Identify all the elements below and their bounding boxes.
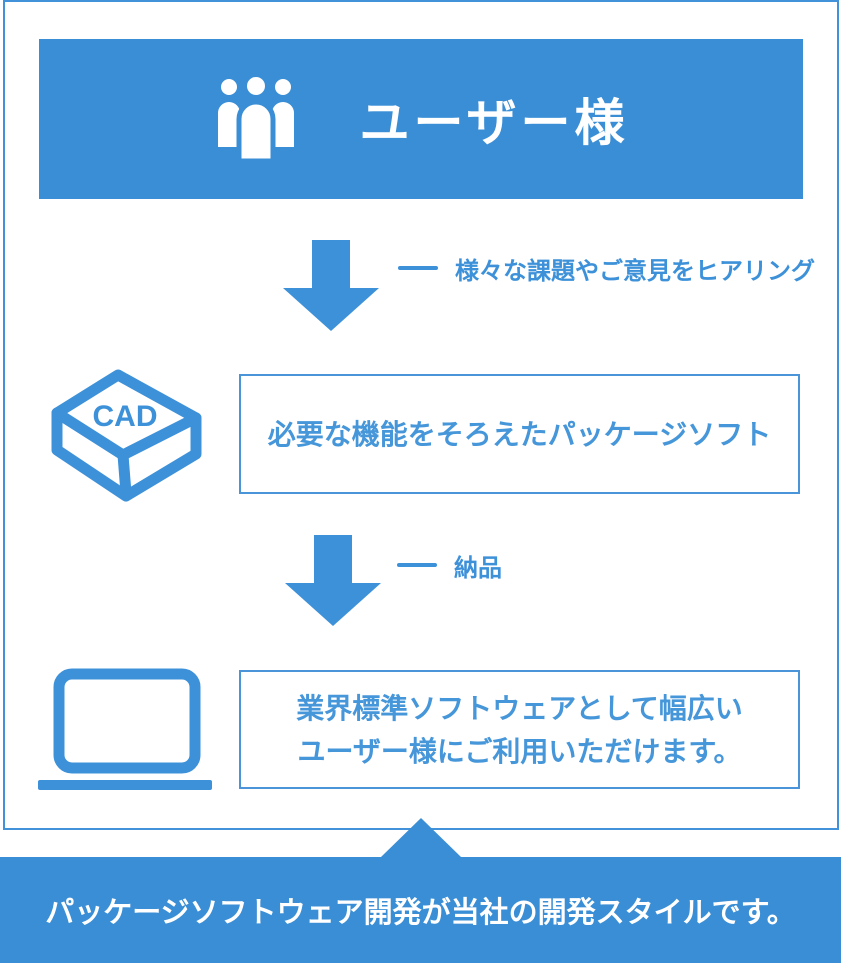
industry-standard-line1: 業界標準ソフトウェアとして幅広い xyxy=(296,692,743,724)
package-software-text: 必要な機能をそろえたパッケージソフト xyxy=(267,418,772,450)
step2-note-label: 納品 xyxy=(454,554,502,582)
user-banner: ユーザー様 xyxy=(39,39,803,199)
up-triangle-icon xyxy=(381,818,461,857)
down-arrow-icon xyxy=(285,535,381,626)
industry-standard-line2: ユーザー様にご利用いただけます。 xyxy=(297,735,742,767)
dash-line xyxy=(397,563,437,567)
footer-banner-text: パッケージソフトウェア開発が当社の開発スタイルです。 xyxy=(45,897,796,929)
step1-note-label: 様々な課題やご意見をヒアリング xyxy=(455,257,815,285)
package-software-box: 必要な機能をそろえたパッケージソフト xyxy=(239,374,800,494)
dash-line xyxy=(398,266,438,270)
step1-note: 様々な課題やご意見をヒアリング xyxy=(398,250,815,286)
cad-box-icon: CAD xyxy=(51,369,202,502)
users-icon xyxy=(217,75,294,163)
footer-banner: パッケージソフトウェア開発が当社の開発スタイルです。 xyxy=(0,857,841,963)
down-arrow-icon xyxy=(283,240,379,331)
industry-standard-box: 業界標準ソフトウェアとして幅広い ユーザー様にご利用いただけます。 xyxy=(239,670,800,789)
laptop-icon xyxy=(38,668,212,790)
banner-title: ユーザー様 xyxy=(359,95,629,151)
cad-icon-label: CAD xyxy=(93,400,158,433)
step2-note: 納品 xyxy=(397,547,502,583)
